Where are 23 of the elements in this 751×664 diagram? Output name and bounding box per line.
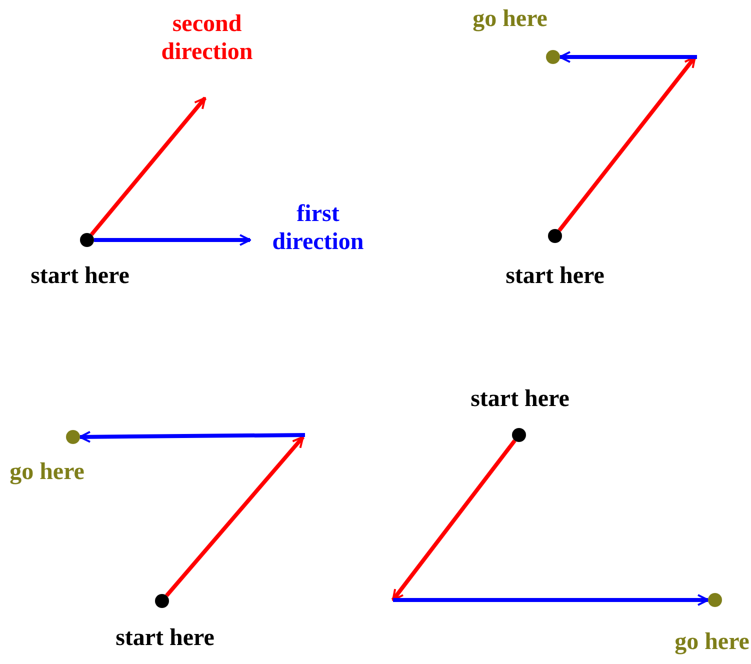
point-label: start here xyxy=(506,262,604,290)
point-label: go here xyxy=(674,628,750,656)
arrow xyxy=(393,594,709,606)
point-label: start here xyxy=(470,385,570,413)
point-label: start here xyxy=(30,262,130,290)
dot xyxy=(80,233,94,247)
dot xyxy=(546,50,560,64)
arrow xyxy=(165,436,305,597)
arrow xyxy=(391,439,516,602)
arrow xyxy=(79,430,306,443)
point-label: start here xyxy=(116,624,214,652)
point-label: go here xyxy=(472,5,548,33)
direction-label: second direction xyxy=(160,10,254,66)
dot xyxy=(708,593,722,607)
arrow xyxy=(90,96,207,236)
arrow xyxy=(559,51,697,63)
direction-label: first direction xyxy=(271,200,365,256)
arrow xyxy=(94,234,251,246)
point-label: go here xyxy=(10,458,84,486)
dot xyxy=(512,428,526,442)
dot xyxy=(66,430,80,444)
dot xyxy=(155,594,169,608)
dot xyxy=(548,229,562,243)
